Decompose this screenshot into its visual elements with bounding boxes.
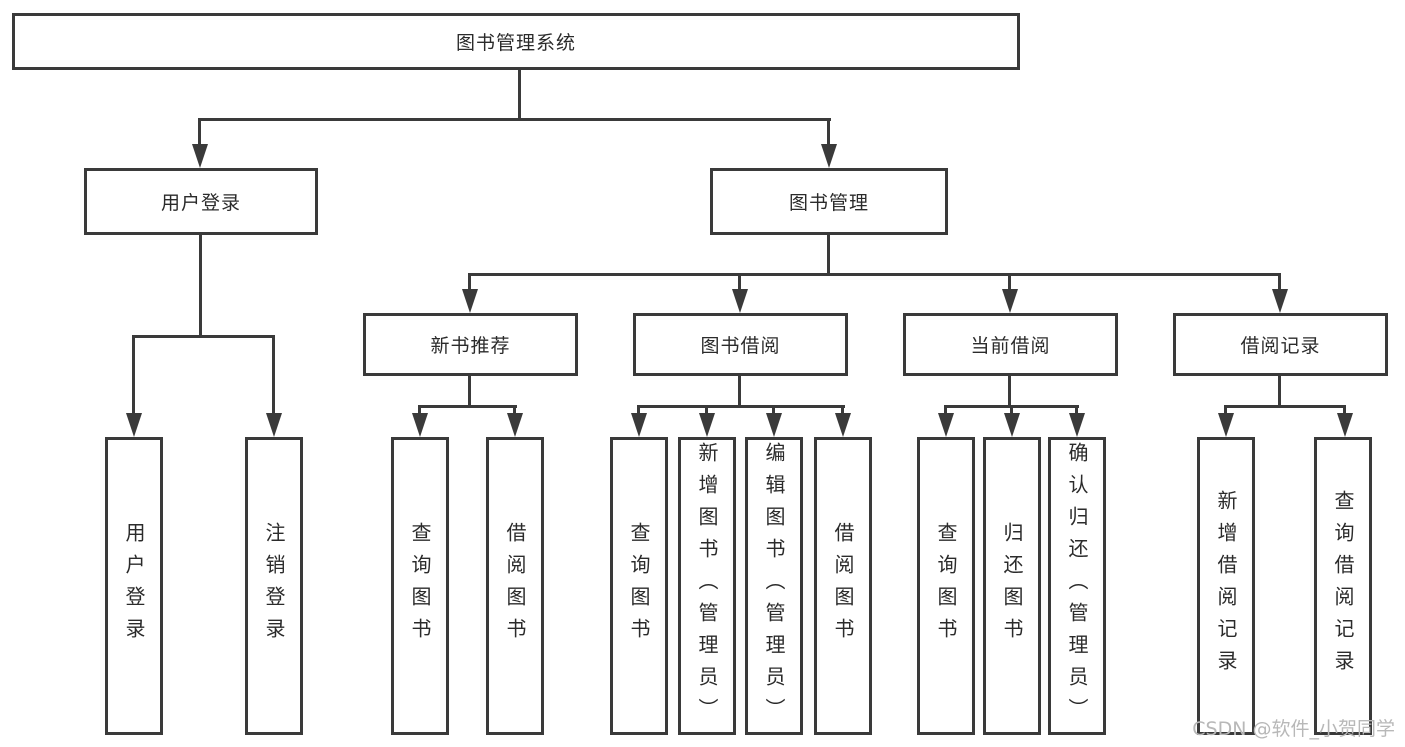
arrow-down-icon bbox=[938, 413, 954, 437]
leaf-add-book-admin: 新增图书（管理员） bbox=[678, 437, 736, 735]
connector-drop-new-book bbox=[468, 273, 471, 291]
leaf-label: 注销登录 bbox=[262, 522, 286, 650]
leaf-query-books-recommend: 查询图书 bbox=[391, 437, 449, 735]
node-book-management-label: 图书管理 bbox=[788, 192, 869, 214]
connector-book-management-branch bbox=[468, 273, 1281, 276]
connector-drop bbox=[772, 405, 775, 417]
connector-drop bbox=[944, 405, 947, 417]
arrow-down-icon bbox=[266, 413, 282, 437]
node-book-borrowing: 图书借阅 bbox=[633, 313, 848, 376]
connector-drop bbox=[418, 405, 421, 417]
connector-root-branch bbox=[198, 118, 831, 121]
node-user-login-label: 用户登录 bbox=[160, 192, 241, 214]
leaf-return-books: 归还图书 bbox=[983, 437, 1041, 735]
connector-drop bbox=[1343, 405, 1346, 417]
arrow-down-icon bbox=[631, 413, 647, 437]
arrow-down-icon bbox=[821, 144, 837, 168]
node-borrowing-records-label: 借阅记录 bbox=[1240, 335, 1321, 357]
connector-drop bbox=[513, 405, 516, 417]
leaf-label: 确认归还（管理员） bbox=[1065, 442, 1089, 730]
leaf-edit-book-admin: 编辑图书（管理员） bbox=[745, 437, 803, 735]
leaf-borrow-books-recommend: 借阅图书 bbox=[486, 437, 544, 735]
connector-drop-book-borrowing bbox=[738, 273, 741, 291]
leaf-confirm-return-admin: 确认归还（管理员） bbox=[1048, 437, 1106, 735]
node-book-management: 图书管理 bbox=[710, 168, 948, 235]
leaf-query-borrow-record: 查询借阅记录 bbox=[1314, 437, 1372, 735]
leaf-label: 查询图书 bbox=[934, 522, 958, 650]
node-user-login: 用户登录 bbox=[84, 168, 318, 235]
arrow-down-icon bbox=[1069, 413, 1085, 437]
connector-drop bbox=[1010, 405, 1013, 417]
node-root: 图书管理系统 bbox=[12, 13, 1020, 70]
leaf-label: 查询图书 bbox=[408, 522, 432, 650]
arrow-down-icon bbox=[192, 144, 208, 168]
node-book-borrowing-label: 图书借阅 bbox=[700, 335, 781, 357]
connector-drop bbox=[841, 405, 844, 417]
arrow-down-icon bbox=[1004, 413, 1020, 437]
arrow-down-icon bbox=[412, 413, 428, 437]
arrow-down-icon bbox=[732, 289, 748, 313]
connector-new-book-stem bbox=[468, 376, 471, 405]
leaf-label: 归还图书 bbox=[1000, 522, 1024, 650]
connector-drop bbox=[1224, 405, 1227, 417]
connector-user-login-stem bbox=[199, 235, 202, 335]
leaf-query-books-current: 查询图书 bbox=[917, 437, 975, 735]
leaf-logout: 注销登录 bbox=[245, 437, 303, 735]
connector-drop bbox=[705, 405, 708, 417]
arrow-down-icon bbox=[699, 413, 715, 437]
connector-root-stem bbox=[518, 70, 521, 120]
connector-drop-leaf-logout bbox=[272, 335, 275, 417]
node-new-book-recommendation-label: 新书推荐 bbox=[430, 335, 511, 357]
node-current-borrowing-label: 当前借阅 bbox=[970, 335, 1051, 357]
node-borrowing-records: 借阅记录 bbox=[1173, 313, 1388, 376]
leaf-query-books-borrowing: 查询图书 bbox=[610, 437, 668, 735]
connector-book-borrowing-stem bbox=[738, 376, 741, 405]
connector-new-book-branch bbox=[418, 405, 517, 408]
leaf-user-login: 用户登录 bbox=[105, 437, 163, 735]
connector-drop bbox=[637, 405, 640, 417]
connector-drop-book-management bbox=[827, 118, 830, 148]
connector-drop-user-login bbox=[198, 118, 201, 148]
node-root-label: 图书管理系统 bbox=[455, 32, 576, 54]
arrow-down-icon bbox=[1002, 289, 1018, 313]
leaf-borrow-books-borrowing: 借阅图书 bbox=[814, 437, 872, 735]
leaf-label: 用户登录 bbox=[122, 522, 146, 650]
leaf-label: 新增图书（管理员） bbox=[695, 442, 719, 730]
arrow-down-icon bbox=[507, 413, 523, 437]
connector-drop-borrowing-records bbox=[1278, 273, 1281, 291]
connector-book-borrowing-branch bbox=[637, 405, 845, 408]
arrow-down-icon bbox=[126, 413, 142, 437]
leaf-label: 查询借阅记录 bbox=[1331, 490, 1355, 682]
arrow-down-icon bbox=[835, 413, 851, 437]
node-current-borrowing: 当前借阅 bbox=[903, 313, 1118, 376]
connector-drop-leaf-user-login bbox=[132, 335, 135, 417]
arrow-down-icon bbox=[462, 289, 478, 313]
node-new-book-recommendation: 新书推荐 bbox=[363, 313, 578, 376]
arrow-down-icon bbox=[766, 413, 782, 437]
connector-borrowing-records-branch bbox=[1224, 405, 1345, 408]
connector-drop bbox=[1075, 405, 1078, 417]
leaf-label: 新增借阅记录 bbox=[1214, 490, 1238, 682]
leaf-label: 编辑图书（管理员） bbox=[762, 442, 786, 730]
leaf-label: 查询图书 bbox=[627, 522, 651, 650]
arrow-down-icon bbox=[1337, 413, 1353, 437]
connector-current-borrowing-stem bbox=[1008, 376, 1011, 405]
leaf-label: 借阅图书 bbox=[831, 522, 855, 650]
leaf-add-borrow-record: 新增借阅记录 bbox=[1197, 437, 1255, 735]
connector-drop-current-borrowing bbox=[1008, 273, 1011, 291]
arrow-down-icon bbox=[1272, 289, 1288, 313]
csdn-watermark: CSDN @软件_小贺同学 bbox=[1192, 718, 1395, 740]
connector-borrowing-records-stem bbox=[1278, 376, 1281, 405]
arrow-down-icon bbox=[1218, 413, 1234, 437]
connector-book-management-stem bbox=[827, 235, 830, 273]
leaf-label: 借阅图书 bbox=[503, 522, 527, 650]
connector-user-login-branch bbox=[132, 335, 275, 338]
